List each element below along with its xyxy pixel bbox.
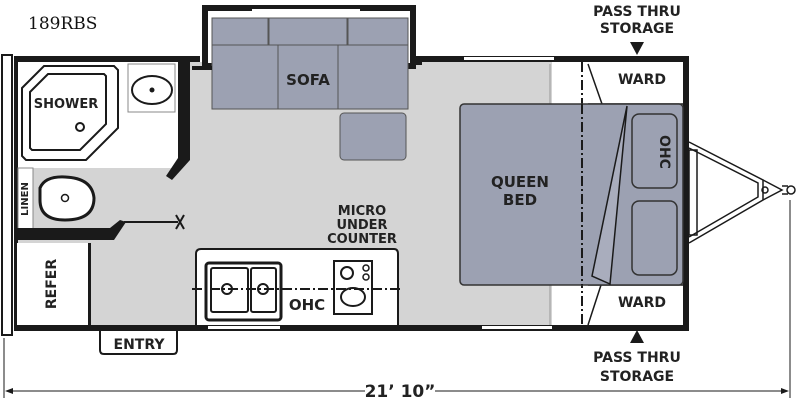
refer-label: REFER [44, 259, 60, 309]
ward-top-label: WARD [618, 72, 666, 88]
bathroom-wall [166, 62, 190, 180]
bedroom-ohc [631, 113, 678, 189]
sofa [211, 17, 409, 161]
pass-top-label-1: PASS THRU [593, 4, 681, 20]
arrow-up-icon [630, 330, 644, 343]
window [208, 326, 280, 329]
micro-label-1: MICRO [338, 204, 386, 219]
entry-step[interactable] [99, 331, 178, 355]
pass-top-label-2: STORAGE [600, 21, 674, 37]
linen-label: LINEN [20, 182, 31, 216]
toilet [38, 175, 96, 222]
shower-label: SHOWER [34, 97, 99, 112]
micro-label-3: COUNTER [327, 232, 397, 247]
window [252, 9, 360, 12]
entry-label: ENTRY [114, 337, 166, 353]
pass-bottom-label-2: STORAGE [600, 369, 674, 385]
rear-bumper [1, 54, 13, 336]
length-dimension: 21’ 10” [365, 382, 436, 401]
arrow-down-icon [630, 42, 644, 55]
queen-label-2: BED [503, 191, 537, 209]
bathroom-wall [17, 220, 126, 240]
micro-label-2: UNDER [336, 218, 387, 233]
bedroom-ohc-label: OHC [656, 135, 672, 169]
window [464, 57, 554, 60]
sofa-label: SOFA [286, 71, 330, 89]
pass-bottom-label-1: PASS THRU [593, 350, 681, 366]
dimension-line [3, 200, 791, 398]
model-name: 189RBS [28, 14, 97, 34]
nightstand [631, 200, 678, 276]
queen-bed [459, 103, 684, 286]
window [482, 326, 552, 329]
queen-label-1: QUEEN [491, 173, 549, 191]
hitch [688, 141, 796, 244]
ward-bottom-label: WARD [618, 295, 666, 311]
refrigerator [17, 243, 88, 325]
kitchen-ohc-label: OHC [289, 296, 325, 314]
